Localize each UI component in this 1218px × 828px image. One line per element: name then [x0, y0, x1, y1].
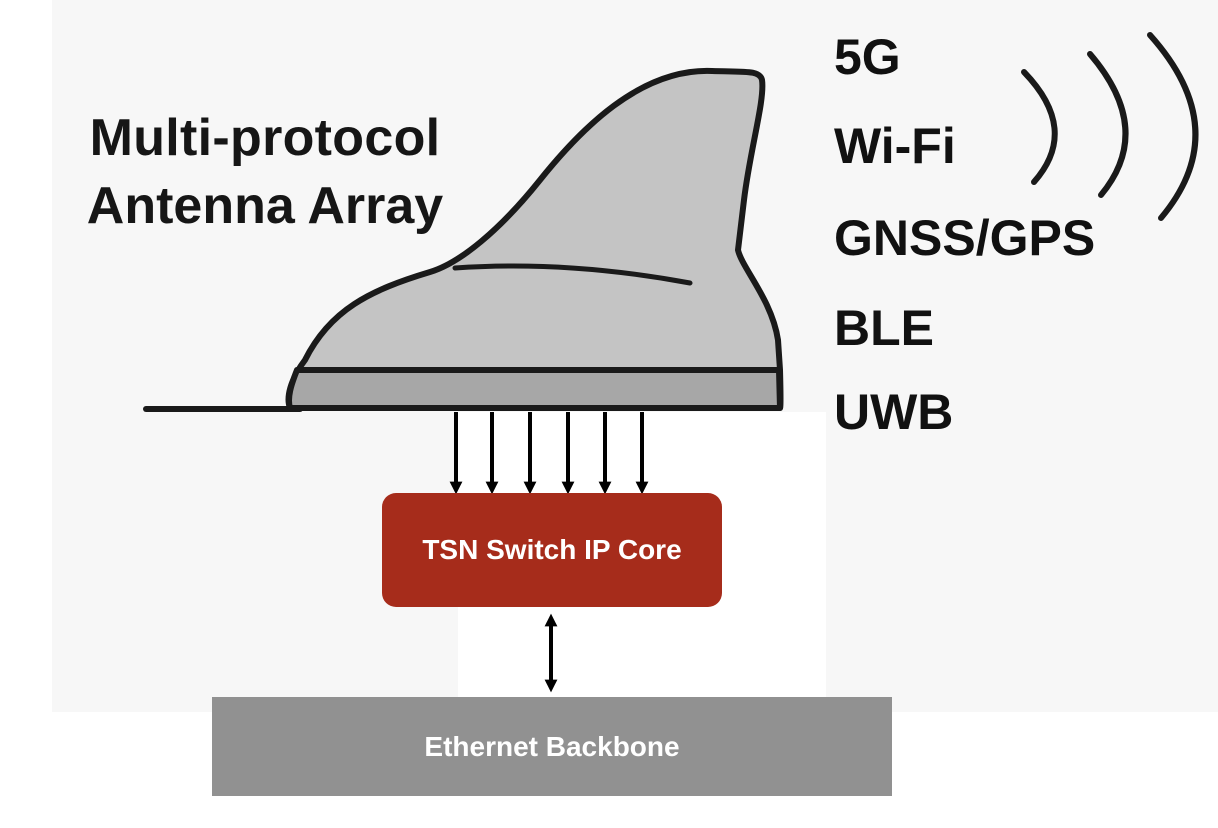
ethernet-backbone-label: Ethernet Backbone — [424, 730, 680, 762]
protocol-uwb: UWB — [834, 384, 954, 440]
protocol-ble: BLE — [834, 300, 934, 356]
shark-fin-antenna-icon — [285, 67, 784, 411]
protocol-gnss-gps: GNSS/GPS — [834, 210, 1096, 266]
signal-waves-icon — [1021, 32, 1199, 221]
antenna-feed-arrows — [449, 412, 649, 495]
antenna-title-line-1: Multi-protocol — [89, 109, 441, 167]
tsn-switch-label: TSN Switch IP Core — [422, 534, 682, 565]
protocol-5g: 5G — [834, 29, 901, 85]
protocol-wifi: Wi-Fi — [834, 118, 956, 174]
tsn-switch-box: TSN Switch IP Core — [382, 493, 722, 607]
antenna-title-line-2: Antenna Array — [86, 177, 444, 235]
ethernet-backbone-box: Ethernet Backbone — [212, 697, 892, 796]
